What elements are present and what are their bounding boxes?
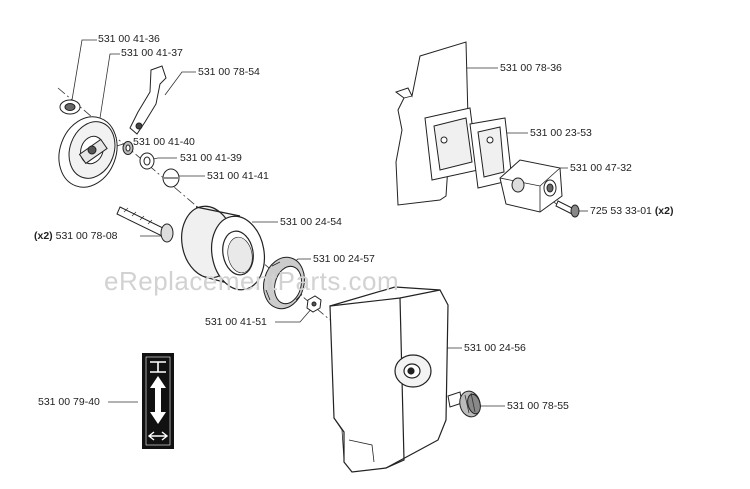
leader-line-p1 [71, 39, 97, 101]
part-label-p10: 531 00 41-51 [205, 316, 267, 328]
part-label-p16: 531 00 47-32 [570, 162, 632, 174]
part-number-p7: 531 00 78-08 [55, 230, 118, 242]
part-label-p8: 531 00 24-54 [280, 216, 342, 228]
part-p2-hub-plate [58, 116, 118, 188]
part-label-p7: (x2) 531 00 78-08 [34, 230, 118, 242]
part-p10-small-nut [306, 295, 322, 313]
part-p17-screw [555, 200, 580, 218]
part-label-p15: 531 00 23-53 [530, 127, 592, 139]
part-p7-long-screw [116, 206, 174, 243]
part-label-p1: 531 00 41-36 [98, 33, 160, 45]
part-p5-spacer [139, 152, 155, 170]
part-p11-cover [329, 286, 449, 473]
part-qty-p17: (x2) [654, 205, 674, 217]
part-p3-lever-bracket [129, 65, 167, 135]
part-p6-cap [162, 168, 180, 188]
part-p15-gasket [424, 107, 513, 189]
leader-line-p2 [99, 53, 120, 119]
part-number-p17: 725 53 33-01 [590, 205, 652, 217]
part-label-p4: 531 00 41-40 [133, 136, 195, 148]
leader-line-p3 [164, 71, 196, 96]
part-p12-knob [447, 390, 481, 418]
leader-line-p10 [275, 306, 314, 323]
part-label-p2: 531 00 41-37 [121, 47, 183, 59]
part-p13-decal [142, 353, 174, 449]
watermark: eReplacementParts.com [104, 266, 400, 296]
part-label-p6: 531 00 41-41 [207, 170, 269, 182]
part-p1-nut [59, 99, 81, 115]
part-label-p17: 725 53 33-01 (x2) [590, 205, 674, 217]
part-qty-p7: (x2) [34, 230, 53, 242]
part-p9-sleeve [263, 256, 305, 310]
part-label-p12: 531 00 78-55 [507, 400, 569, 412]
part-label-p13: 531 00 79-40 [38, 396, 100, 408]
part-label-p14: 531 00 78-36 [500, 62, 562, 74]
part-label-p11: 531 00 24-56 [464, 342, 526, 354]
part-label-p3: 531 00 78-54 [198, 66, 260, 78]
part-p8-bumper [181, 205, 265, 291]
part-p16-manifold [499, 159, 563, 213]
part-label-p5: 531 00 41-39 [180, 152, 242, 164]
part-label-p9: 531 00 24-57 [313, 253, 375, 265]
part-p4-washer [122, 141, 134, 155]
